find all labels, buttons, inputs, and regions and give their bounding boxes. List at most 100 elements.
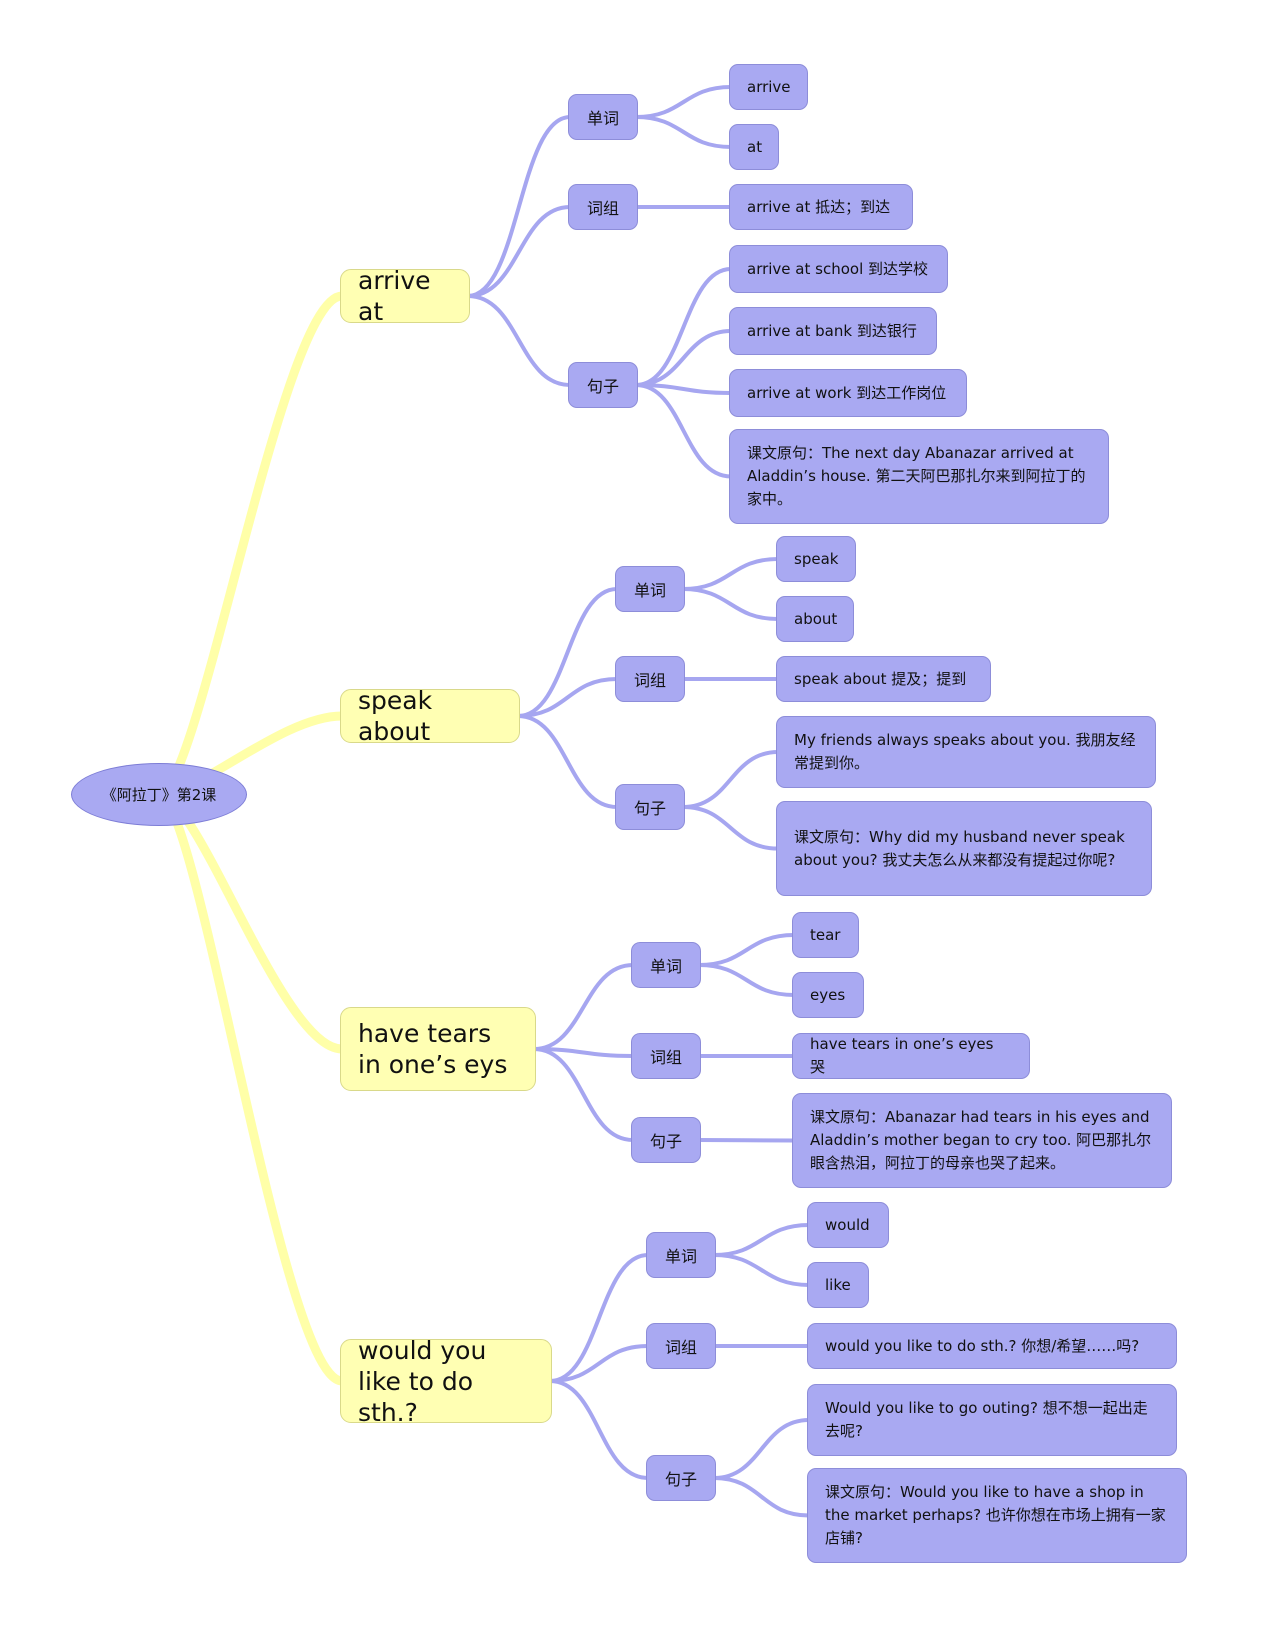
sentence-text: 课文原句：The next day Abanazar arrived at Al… (747, 444, 1086, 508)
sentences-node[interactable]: 句子 (568, 362, 638, 408)
leaf-branch-line (681, 587, 780, 621)
sentences-node[interactable]: 句子 (631, 1117, 701, 1163)
sentence-text: arrive at school 到达学校 (747, 259, 929, 278)
word-leaf[interactable]: about (776, 596, 854, 642)
sentences-node[interactable]: 句子 (615, 784, 685, 830)
leaf-branch-line (697, 933, 796, 967)
category-branch-line (548, 1344, 650, 1383)
phrase-leaf[interactable]: arrive at 抵达；到达 (729, 184, 913, 230)
category-branch-line (466, 115, 572, 298)
phrase-text: speak about 提及；提到 (794, 669, 967, 688)
sentence-leaf[interactable]: 课文原句：Would you like to have a shop in th… (807, 1468, 1187, 1563)
sentences-label: 句子 (633, 799, 666, 818)
leaf-branch-line (697, 963, 796, 997)
topic-would-you-like[interactable]: would you like to do sth.? (340, 1336, 552, 1427)
words-label: 单词 (664, 1247, 697, 1266)
sentence-text: Would you like to go outing? 想不想一起出走去呢? (825, 1399, 1148, 1440)
sentence-leaf[interactable]: 课文原句：Abanazar had tears in his eyes and … (792, 1093, 1172, 1188)
phrase-category-label: 词组 (649, 1048, 682, 1067)
word-leaf[interactable]: like (807, 1262, 869, 1308)
word-leaf[interactable]: would (807, 1202, 889, 1248)
word-leaf[interactable]: eyes (792, 972, 864, 1018)
sentence-leaf[interactable]: 课文原句：Why did my husband never speak abou… (776, 801, 1152, 896)
sentence-leaf[interactable]: My friends always speaks about you. 我朋友经… (776, 716, 1156, 788)
sentences-node[interactable]: 句子 (646, 1455, 716, 1501)
word-leaf[interactable]: speak (776, 536, 856, 582)
word-leaf[interactable]: arrive (729, 64, 808, 110)
leaf-branch-line (634, 267, 733, 387)
topic-label: would you like to do sth.? (358, 1335, 487, 1427)
phrase-text: would you like to do sth.? 你想/希望……吗? (825, 1336, 1140, 1355)
phrase-leaf[interactable]: speak about 提及；提到 (776, 656, 991, 702)
phrase-leaf[interactable]: would you like to do sth.? 你想/希望……吗? (807, 1323, 1177, 1369)
leaf-branch-line (681, 557, 780, 591)
word-text: at (747, 137, 763, 156)
sentences-label: 句子 (664, 1470, 697, 1489)
leaf-branch-line (712, 1223, 811, 1257)
topic-branch-line (154, 790, 347, 1054)
topic-label: have tears in one’s eys (358, 1019, 508, 1079)
topic-have-tears[interactable]: have tears in one’s eys (340, 1007, 536, 1091)
topic-label: speak about (358, 686, 433, 746)
category-branch-line (532, 1047, 635, 1058)
words-node[interactable]: 单词 (646, 1232, 716, 1278)
category-branch-line (516, 587, 619, 718)
sentence-leaf[interactable]: arrive at school 到达学校 (729, 245, 948, 293)
leaf-branch-line (712, 1418, 811, 1480)
phrase-category-node[interactable]: 词组 (646, 1323, 716, 1369)
root-node[interactable]: 《阿拉丁》第2课 (71, 763, 247, 826)
sentence-text: arrive at bank 到达银行 (747, 321, 917, 340)
phrase-category-label: 词组 (633, 671, 666, 690)
category-branch-line (516, 714, 619, 809)
phrase-category-node[interactable]: 词组 (615, 656, 685, 702)
words-label: 单词 (633, 581, 666, 600)
words-label: 单词 (586, 109, 619, 128)
sentence-leaf[interactable]: arrive at work 到达工作岗位 (729, 369, 967, 417)
phrase-category-node[interactable]: 词组 (631, 1033, 701, 1079)
leaf-branch-line (681, 750, 780, 809)
leaf-branch-line (634, 383, 733, 479)
topic-arrive-at[interactable]: arrive at (340, 266, 470, 326)
category-branch-line (532, 1047, 635, 1142)
category-branch-line (548, 1379, 650, 1480)
leaf-branch-line (712, 1253, 811, 1287)
category-branch-line (466, 294, 572, 387)
topic-speak-about[interactable]: speak about (340, 686, 520, 746)
sentence-text: 课文原句：Why did my husband never speak abou… (794, 827, 1125, 869)
leaf-branch-line (681, 805, 780, 851)
words-label: 单词 (649, 957, 682, 976)
word-leaf[interactable]: tear (792, 912, 859, 958)
sentence-text: 课文原句：Would you like to have a shop in th… (825, 1483, 1166, 1547)
word-text: like (825, 1275, 851, 1294)
sentence-leaf[interactable]: Would you like to go outing? 想不想一起出走去呢? (807, 1384, 1177, 1456)
sentence-leaf[interactable]: 课文原句：The next day Abanazar arrived at Al… (729, 429, 1109, 524)
word-text: would (825, 1215, 870, 1234)
root-label: 《阿拉丁》第2课 (101, 786, 217, 804)
sentences-label: 句子 (649, 1132, 682, 1151)
words-node[interactable]: 单词 (631, 942, 701, 988)
category-branch-line (532, 963, 635, 1051)
words-node[interactable]: 单词 (615, 566, 685, 612)
word-text: about (794, 609, 838, 628)
category-branch-line (466, 205, 572, 298)
phrase-category-label: 词组 (586, 199, 619, 218)
leaf-branch-line (634, 115, 733, 149)
phrase-text: arrive at 抵达；到达 (747, 197, 891, 216)
sentence-leaf[interactable]: arrive at bank 到达银行 (729, 307, 937, 355)
word-text: speak (794, 549, 839, 568)
phrase-leaf[interactable]: have tears in one’s eyes 哭 (792, 1033, 1030, 1079)
sentence-text: My friends always speaks about you. 我朋友经… (794, 731, 1136, 772)
leaf-branch-line (634, 329, 733, 387)
word-text: eyes (810, 985, 846, 1004)
word-text: tear (810, 925, 841, 944)
topic-branch-line (154, 790, 347, 1386)
words-node[interactable]: 单词 (568, 94, 638, 140)
word-text: arrive (747, 77, 791, 96)
leaf-branch-line (634, 383, 733, 395)
leaf-branch-line (634, 85, 733, 119)
word-leaf[interactable]: at (729, 124, 779, 170)
sentence-text: arrive at work 到达工作岗位 (747, 383, 947, 402)
leaf-branch-line (697, 1138, 796, 1143)
phrase-category-node[interactable]: 词组 (568, 184, 638, 230)
topic-label: arrive at (358, 266, 431, 326)
